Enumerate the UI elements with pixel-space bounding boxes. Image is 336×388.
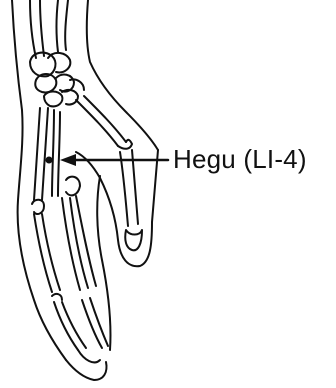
- arrow-icon: [60, 154, 168, 166]
- thumb-outline: [76, 150, 158, 266]
- fingertips-outline: [66, 176, 111, 380]
- other-finger-bones: [52, 110, 108, 348]
- forearm-bones: [30, 0, 68, 58]
- carpal-bones: [30, 53, 84, 107]
- hegu-point-marker: [46, 157, 53, 164]
- point-label: Hegu (LI-4): [173, 144, 307, 175]
